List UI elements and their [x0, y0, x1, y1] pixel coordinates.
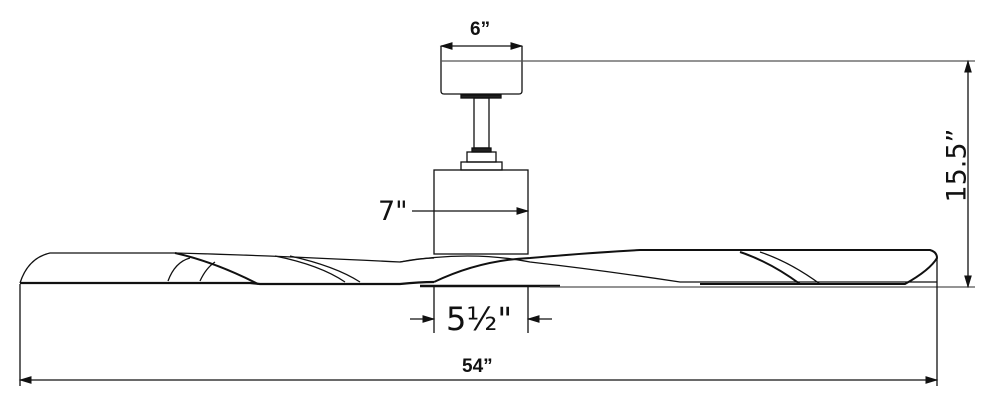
height-label: 15.5”: [941, 128, 973, 203]
motor-housing: [433, 169, 529, 255]
canopy: [440, 46, 523, 99]
downrod: [460, 97, 503, 171]
fan-blades: [19, 249, 939, 288]
blade-span-label: 54”: [462, 356, 493, 377]
motor-width-label: 7": [378, 196, 408, 227]
hub-width-label: 5½": [446, 300, 513, 338]
canopy-width-label: 6”: [470, 19, 491, 40]
